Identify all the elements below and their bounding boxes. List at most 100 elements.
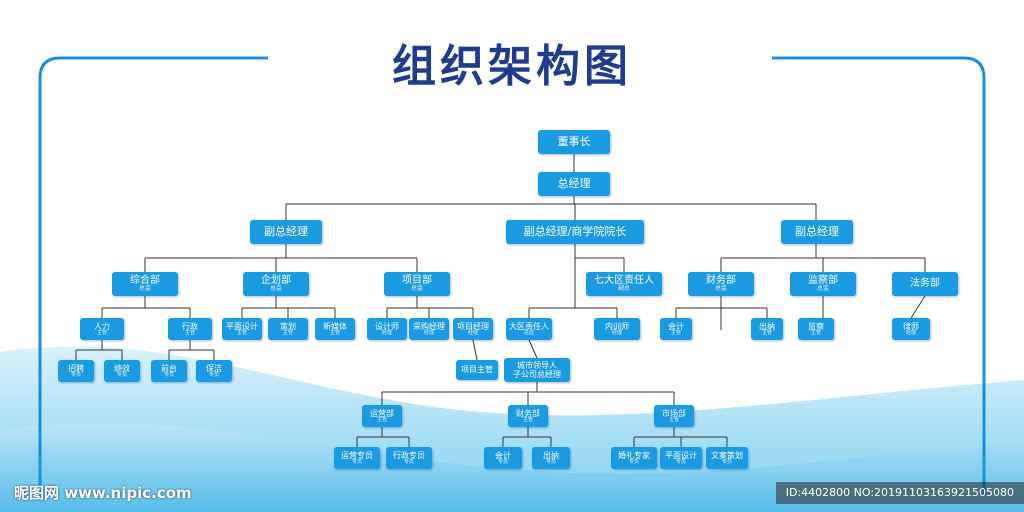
org-node-wenan: 文案策划专员 xyxy=(706,447,748,469)
org-node-shejishi: 设计师经理 xyxy=(367,318,407,340)
node-title: 城市领导人 xyxy=(517,360,557,370)
node-title: 财务部 xyxy=(516,408,540,418)
node-title: 七大区责任人 xyxy=(594,274,654,286)
node-subtitle: 专员 xyxy=(497,458,508,465)
org-node-daqu: 大区责任人总监 xyxy=(506,318,552,340)
org-node-xingzhengzy: 行政专员专员 xyxy=(386,447,432,469)
frame-border xyxy=(38,56,986,495)
node-subtitle: 专员 xyxy=(116,371,127,378)
org-node-zhaopin: 招聘专员 xyxy=(58,360,94,382)
org-node-caiwu: 财务部总监 xyxy=(688,272,754,296)
node-title: 前台 xyxy=(161,363,177,373)
org-node-chuna1: 出纳主管 xyxy=(751,318,783,340)
org-node-vp_mid: 副总经理/商学院院长 xyxy=(506,220,644,244)
org-node-jiancha: 监察部总监 xyxy=(790,272,856,296)
org-node-caiwu2: 财务部主管 xyxy=(508,405,548,427)
org-node-pingmian: 平面设计主管 xyxy=(222,318,262,340)
org-node-lvshi: 律师经理 xyxy=(892,318,930,340)
node-subtitle: 专员 xyxy=(675,458,686,465)
node-title: 监察部 xyxy=(808,274,838,286)
node-title: 出纳 xyxy=(759,321,775,331)
org-node-hunli: 婚礼专家专员 xyxy=(611,447,657,469)
node-subtitle: 主管 xyxy=(761,329,772,336)
org-node-shichang: 市场部主管 xyxy=(654,405,694,427)
org-node-zonghe: 综合部总监 xyxy=(112,272,178,296)
node-subtitle: 主管 xyxy=(96,329,107,336)
node-title: 董事长 xyxy=(557,134,591,148)
node-title: 婚礼专家 xyxy=(618,450,650,460)
connector-line xyxy=(472,339,478,361)
background-wave xyxy=(0,423,1024,512)
node-subtitle: 总监 xyxy=(714,285,727,293)
node-title: 项目经理 xyxy=(457,321,489,331)
node-title: 大区责任人 xyxy=(509,321,549,331)
node-title: 文案策划 xyxy=(711,450,743,460)
node-title: 新媒体 xyxy=(323,321,347,331)
watermark-right: ID:4402800 NO:20191103163921505080 xyxy=(775,482,1024,504)
org-node-xinmeiti: 新媒体主管 xyxy=(315,318,355,340)
node-subtitle: 总监 xyxy=(410,285,423,293)
node-title: 项目部 xyxy=(402,274,432,286)
node-subtitle: 主管 xyxy=(376,416,387,423)
node-subtitle: 经理 xyxy=(423,329,434,336)
node-title: 企划部 xyxy=(261,274,291,286)
connector-line xyxy=(528,339,538,359)
connector-lines xyxy=(75,154,926,447)
node-title: 运营专员 xyxy=(341,450,373,460)
node-subtitle: 主管 xyxy=(810,329,821,336)
node-title: 行政专员 xyxy=(393,450,425,460)
org-node-chairman: 董事长 xyxy=(538,130,610,154)
node-title: 行政 xyxy=(182,321,198,331)
node-title: 运营部 xyxy=(370,408,394,418)
org-node-caigou: 采购经理经理 xyxy=(409,318,449,340)
org-node-qidaqu: 七大区责任人副总 xyxy=(586,272,662,296)
node-title: 法务部 xyxy=(910,278,940,290)
node-subtitle: 专员 xyxy=(545,458,556,465)
node-subtitle: 总监 xyxy=(816,285,829,293)
node-subtitle: 专员 xyxy=(70,371,81,378)
org-node-renli: 人力主管 xyxy=(80,318,124,340)
node-subtitle: 专员 xyxy=(208,371,219,378)
node-title: 平面设计 xyxy=(226,321,258,331)
node-title: 策划 xyxy=(280,321,296,331)
org-node-yunying: 运营部主管 xyxy=(362,405,402,427)
node-title: 绩效 xyxy=(114,363,130,373)
node-subtitle: 主管 xyxy=(282,329,293,336)
node-title: 监察 xyxy=(808,321,824,331)
org-node-jixiao: 绩效专员 xyxy=(104,360,140,382)
node-title: 副总经理 xyxy=(264,224,308,238)
org-node-qiantai: 前台专员 xyxy=(151,360,187,382)
node-title: 财务部 xyxy=(706,274,736,286)
page-title: 组织架构图 xyxy=(392,41,632,92)
node-title: 市场部 xyxy=(662,408,686,418)
node-subtitle: 经理 xyxy=(467,329,478,336)
node-title: 会计 xyxy=(668,321,684,331)
node-title: 内训师 xyxy=(605,321,629,331)
node-title: 项目主管 xyxy=(461,365,493,375)
org-node-kuaiji1: 会计主管 xyxy=(660,318,692,340)
node-title: 采购经理 xyxy=(413,321,445,331)
node-subtitle: 经理 xyxy=(611,329,622,336)
node-title: 会计 xyxy=(495,450,511,460)
node-subtitle: 专员 xyxy=(628,458,639,465)
org-node-xmjingli: 项目经理经理 xyxy=(453,318,493,340)
org-node-baojie: 保洁专员 xyxy=(196,360,232,382)
node-subtitle: 专员 xyxy=(403,458,414,465)
node-subtitle: 专员 xyxy=(163,371,174,378)
node-subtitle: 主管 xyxy=(329,329,340,336)
node-title: 招聘 xyxy=(68,363,84,373)
node-subtitle: 主管 xyxy=(668,416,679,423)
node-subtitle: 经理 xyxy=(381,329,392,336)
org-node-kuaiji2: 会计专员 xyxy=(484,447,522,469)
org-node-cehua: 策划主管 xyxy=(268,318,308,340)
node-title-line2: 子公司总经理 xyxy=(513,370,561,379)
org-node-chengshi: 城市领导人子公司总经理 xyxy=(504,358,570,382)
org-node-qihua: 企划部总监 xyxy=(243,272,309,296)
node-subtitle: 专员 xyxy=(351,458,362,465)
org-node-ceo: 总经理 xyxy=(538,172,610,196)
node-title: 综合部 xyxy=(130,274,160,286)
org-node-chuna2: 出纳专员 xyxy=(532,447,570,469)
org-node-neixun: 内训师经理 xyxy=(594,318,640,340)
org-node-yunyingzy: 运营专员专员 xyxy=(334,447,380,469)
org-node-jiancha2: 监察主管 xyxy=(798,318,834,340)
